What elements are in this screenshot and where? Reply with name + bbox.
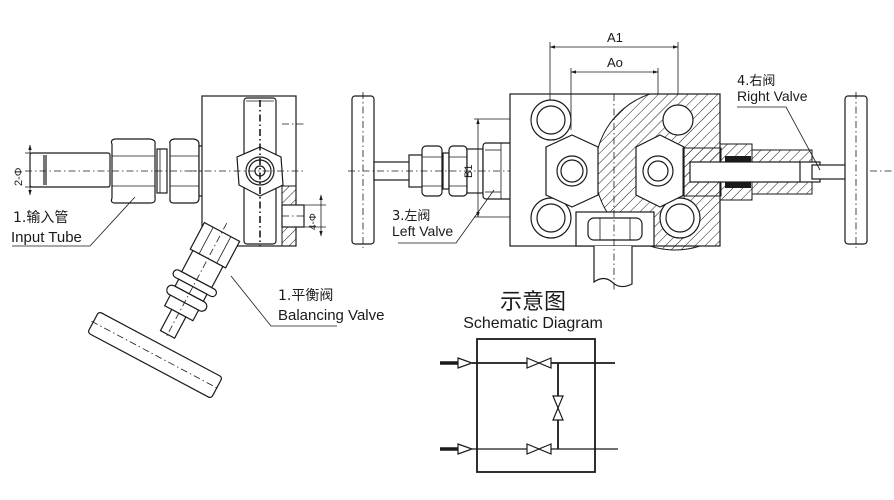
left-valve-label-en: Left Valve <box>392 223 453 239</box>
balance-valve-symbol <box>552 395 564 421</box>
b1-label: B1 <box>463 165 475 178</box>
callout-left-valve: 3.左阀 Left Valve <box>392 189 495 244</box>
inlet-diameter-label: 2-Φ <box>13 167 25 186</box>
balancing-valve-label-en: Balancing Valve <box>278 307 384 324</box>
input-tube-label-cn: 1.输入管 <box>13 210 68 226</box>
schematic-title-en: Schematic Diagram <box>463 315 603 332</box>
side-body-block <box>190 95 305 247</box>
inlet-diameter-dimension: 2-Φ <box>13 144 32 196</box>
side-view: 2-Φ 4-Φ <box>13 95 326 399</box>
schematic-box <box>476 338 596 473</box>
balancing-valve-label-cn: 1.平衡阀 <box>278 288 333 304</box>
callout-right-valve: 4.右阀 Right Valve <box>737 74 821 171</box>
a1-label: A1 <box>607 30 623 45</box>
outlet-diameter-dimension: 4-Φ <box>296 194 326 237</box>
balancing-valve-handle <box>88 311 222 399</box>
bottom-valve-symbol <box>526 443 552 455</box>
bottom-inlet-arrow <box>457 443 474 455</box>
top-inlet-arrow <box>457 357 474 369</box>
front-view: B1 <box>348 30 894 290</box>
right-valve-assembly <box>682 143 847 201</box>
callout-input-tube: 1.输入管 Input Tube <box>11 196 136 247</box>
right-valve-label-cn: 4.右阀 <box>737 74 775 89</box>
left-valve-label-cn: 3.左阀 <box>392 209 430 224</box>
balancing-valve-body <box>159 221 241 339</box>
schematic-title-cn: 示意图 <box>500 290 566 315</box>
ao-label: Ao <box>607 55 623 70</box>
outlet-diameter-label: 4-Φ <box>308 213 319 230</box>
input-tube-label-en: Input Tube <box>11 229 82 246</box>
schematic-diagram: 示意图 Schematic Diagram <box>440 290 618 473</box>
input-tube <box>25 138 205 204</box>
callout-balancing-valve: 1.平衡阀 Balancing Valve <box>230 275 384 327</box>
top-valve-symbol <box>526 357 552 369</box>
a-dimensions: A1 Ao <box>549 30 679 130</box>
right-valve-label-en: Right Valve <box>737 88 808 104</box>
